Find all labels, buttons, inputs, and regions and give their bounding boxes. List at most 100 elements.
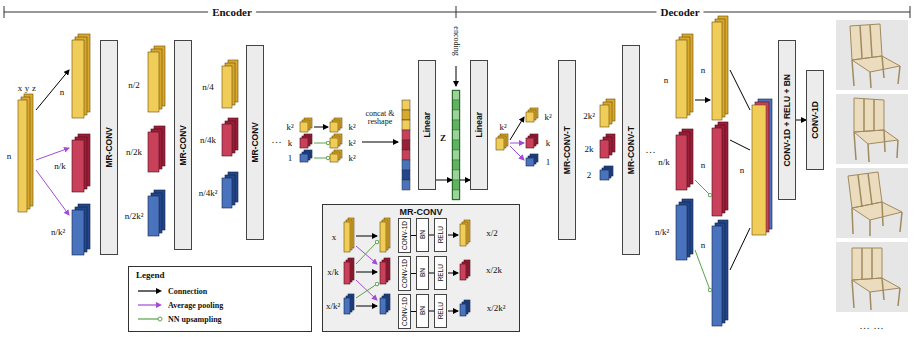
feature-stack xyxy=(330,150,342,162)
box-label: RELU xyxy=(437,302,444,319)
legend-row: NN upsampling xyxy=(137,313,222,325)
dimension-label: x/2 xyxy=(486,229,498,238)
box-label: BN xyxy=(419,268,426,277)
feature-stack xyxy=(676,129,693,190)
conv-relu-bn-block: CONV-1D + RELU + BN xyxy=(778,40,796,200)
feature-stack xyxy=(526,108,538,122)
dimension-label: n/4 xyxy=(202,83,214,92)
concat-vector xyxy=(402,100,410,190)
dimension-label: n/4k xyxy=(200,136,216,145)
dimension-label: x xyxy=(332,233,337,242)
relu-layer: RELU xyxy=(434,294,447,328)
box-label: Linear xyxy=(422,112,432,138)
ellipsis: ... xyxy=(272,135,283,145)
feature-stack xyxy=(222,118,238,156)
feature-stack xyxy=(460,220,470,246)
box-label: MR-CONV xyxy=(178,125,188,166)
bn-layer: BN xyxy=(416,256,429,290)
dimension-label: n/2k² xyxy=(125,212,144,221)
box-label: BN xyxy=(419,306,426,315)
dimension-label: n xyxy=(701,241,706,250)
dimension-label: x/2k² xyxy=(487,304,506,313)
dimension-label: x xyxy=(18,84,23,93)
feature-stack xyxy=(600,99,615,127)
feature-stack xyxy=(676,199,693,260)
box-label: CONV-1D xyxy=(401,259,408,288)
dimension-label: x/2k xyxy=(486,266,502,275)
dimension-label: n xyxy=(701,66,706,75)
panel-ground xyxy=(322,204,520,332)
box-label: BN xyxy=(419,230,426,239)
latent-vector xyxy=(452,90,460,200)
box-label: CONV-1D xyxy=(810,101,820,139)
section-title: Decoder xyxy=(656,7,703,18)
box-label: RELU xyxy=(437,264,444,281)
dimension-label: concat & reshape xyxy=(360,110,400,127)
feature-stack xyxy=(526,154,538,166)
dimension-label: n/4k² xyxy=(199,189,218,198)
feature-stack xyxy=(72,34,90,118)
feature-stack xyxy=(300,150,312,162)
merged-stack xyxy=(752,99,772,235)
dimension-label: k² xyxy=(348,154,355,163)
relu-layer: RELU xyxy=(434,218,447,252)
legend-text: Connection xyxy=(168,287,207,296)
dimension-label: 1 xyxy=(546,158,551,167)
conv-layer: CONV-1D xyxy=(398,256,411,291)
dimension-label: k² xyxy=(286,123,293,132)
feature-stack xyxy=(380,294,390,314)
dimension-label: z xyxy=(32,84,36,93)
feature-stack xyxy=(300,118,312,132)
dimension-label: encoding xyxy=(452,26,460,55)
feature-stack xyxy=(676,34,693,118)
feature-stack xyxy=(148,126,165,172)
feature-stack xyxy=(600,134,615,158)
dimension-label: k xyxy=(546,139,551,148)
feature-stack xyxy=(712,122,728,216)
section-title: Encoder xyxy=(208,7,256,18)
feature-stack xyxy=(330,134,342,148)
conv-1d-block: CONV-1D xyxy=(806,70,824,170)
linear-layer: Linear xyxy=(470,60,488,190)
feature-stack xyxy=(344,294,354,314)
feature-stack xyxy=(712,220,728,326)
legend-sample xyxy=(137,287,163,295)
box-label: RELU xyxy=(437,226,444,243)
dimension-label: n/2k xyxy=(126,148,142,157)
dimension-label: 2k xyxy=(585,145,594,154)
feature-stack xyxy=(300,134,312,148)
feature-stack xyxy=(712,16,728,120)
dimension-label: n/k² xyxy=(655,228,669,237)
dimension-label: n/k xyxy=(658,158,670,167)
box-label: Legend xyxy=(136,270,165,280)
box-label: CONV-1D xyxy=(401,221,408,250)
dimension-label: n/k xyxy=(54,162,66,171)
box-label: MR-CONV xyxy=(323,207,519,217)
box-label: CONV-1D + RELU + BN xyxy=(782,74,792,167)
dimension-label: k² xyxy=(348,139,355,148)
dimension-label: n xyxy=(7,152,12,161)
box-label: MR-CONV-T xyxy=(626,126,636,174)
box-label: MR-CONV xyxy=(104,127,114,168)
connector xyxy=(460,180,470,181)
feature-stack xyxy=(148,190,165,236)
dimension-label: n xyxy=(701,161,706,170)
dimension-label: n xyxy=(664,76,669,85)
feature-stack xyxy=(344,258,354,284)
output-chair xyxy=(836,94,908,164)
feature-stack xyxy=(526,134,538,148)
feature-stack xyxy=(18,94,33,212)
connector xyxy=(436,180,452,181)
feature-stack xyxy=(222,172,238,208)
output-chair xyxy=(836,20,908,90)
dimension-label: n/k² xyxy=(51,228,65,237)
dimension-label: 2 xyxy=(587,171,592,180)
conv-layer: CONV-1D xyxy=(398,294,411,329)
box-label: MR-CONV-T xyxy=(562,126,572,174)
box-label: MR-CONV xyxy=(250,122,260,163)
conv-layer: CONV-1D xyxy=(398,218,411,253)
mr-conv-t-block: MR-CONV-T xyxy=(558,60,576,240)
feature-stack xyxy=(380,258,390,284)
bn-layer: BN xyxy=(416,218,429,252)
